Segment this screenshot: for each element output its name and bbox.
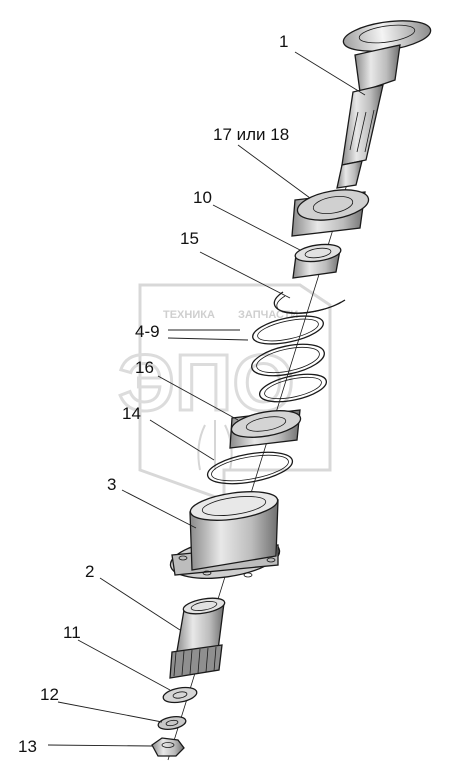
callout-1: 1 (279, 32, 288, 51)
part-14-o-ring (206, 451, 294, 485)
callout-14: 14 (122, 404, 141, 423)
leader-2 (99, 577, 181, 631)
leader-12 (57, 701, 163, 723)
watermark: ТЕХНИКА ЗАПЧАСТИ ЭПО (117, 283, 332, 503)
callout-3: 3 (107, 475, 116, 494)
part-10-sleeve (292, 243, 342, 279)
part-16-bearing (229, 409, 302, 449)
part-2-gear-sleeve (169, 597, 226, 679)
leader-3 (121, 489, 197, 529)
watermark-right-text: ЗАПЧАСТИ (238, 309, 298, 321)
leader-10 (212, 204, 301, 251)
part-1-flanged-shaft (336, 20, 432, 189)
callout-15: 15 (180, 229, 199, 248)
part-12-lock-washer (157, 715, 187, 731)
part-17-bearing (291, 189, 370, 237)
callout-17-or-18: 17 или 18 (213, 125, 289, 144)
callout-10: 10 (193, 188, 212, 207)
part-13-nut (151, 737, 185, 757)
callout-12: 12 (40, 685, 59, 704)
leader-15 (199, 251, 291, 299)
leader-11 (77, 639, 171, 691)
part-4-9-shims (251, 315, 328, 403)
leader-16 (157, 375, 239, 421)
leader-lines (47, 51, 366, 747)
callout-13: 13 (18, 737, 37, 756)
part-3-housing (169, 491, 281, 579)
leader-13 (47, 744, 153, 747)
callout-labels: 1 17 или 18 10 15 4-9 16 14 3 2 11 12 13 (18, 32, 289, 756)
callout-16: 16 (135, 358, 154, 377)
watermark-shield-outline (138, 283, 332, 503)
part-15-snap-ring (273, 291, 346, 315)
callout-11: 11 (63, 623, 81, 642)
callout-4-9: 4-9 (135, 322, 160, 341)
part-11-washer (162, 686, 198, 704)
leader-1 (294, 51, 366, 96)
leader-17 (237, 144, 311, 199)
watermark-left-text: ТЕХНИКА (163, 309, 215, 321)
leader-4-9 (167, 329, 249, 341)
leader-14 (149, 419, 215, 461)
callout-2: 2 (85, 562, 94, 581)
